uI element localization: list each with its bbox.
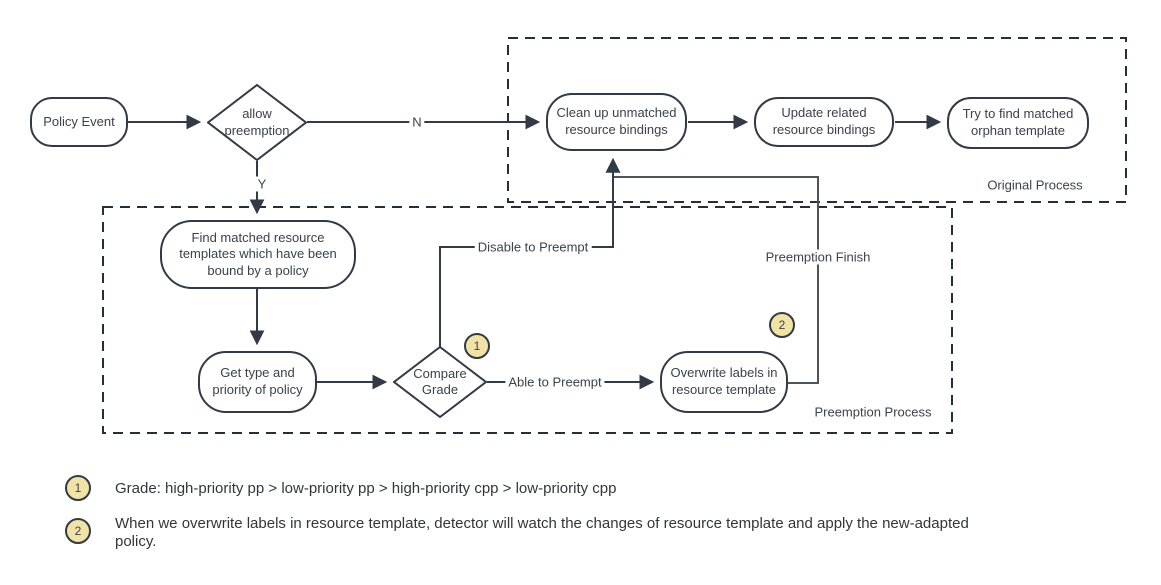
node-overwrite-labels: Overwrite labels in resource template <box>660 351 788 413</box>
diamond-shape <box>207 84 307 161</box>
edge-label-no: N <box>409 114 425 130</box>
diamond-shape <box>393 346 487 418</box>
group-label-preemption-process: Preemption Process <box>814 404 932 420</box>
node-get-type-priority: Get type and priority of policy <box>198 351 317 413</box>
footnote-text-1: Grade: high-priority pp > low-priority p… <box>115 480 617 497</box>
node-find-matched-templates: Find matched resource templates which ha… <box>160 220 356 289</box>
footnote-badge-1: 1 <box>65 475 91 501</box>
edge-label-yes: Y <box>254 176 270 192</box>
edge-label-preemption-finish: Preemption Finish <box>762 249 874 265</box>
node-clean-up-unmatched-bindings: Clean up unmatched resource bindings <box>546 93 687 151</box>
decision-compare-grade: Compare Grade <box>393 346 487 418</box>
node-try-find-orphan-template: Try to find matched orphan template <box>947 97 1089 149</box>
edge-label-disable-to-preempt: Disable to Preempt <box>474 239 592 255</box>
node-update-related-bindings: Update related resource bindings <box>754 97 894 147</box>
decision-compare-grade-label: Compare Grade <box>413 365 467 397</box>
footnote-text-2: When we overwrite labels in resource tem… <box>115 515 969 550</box>
decision-allow-preemption: allow preemption <box>207 84 307 161</box>
node-policy-event: Policy Event <box>30 97 128 147</box>
badge-1-compare-grade: 1 <box>464 333 490 359</box>
badge-2-overwrite-labels: 2 <box>769 312 795 338</box>
edge-label-able-to-preempt: Able to Preempt <box>505 374 605 390</box>
decision-allow-preemption-label: allow preemption <box>224 106 290 138</box>
footnote-badge-2: 2 <box>65 518 91 544</box>
group-label-original-process: Original Process <box>987 177 1083 193</box>
